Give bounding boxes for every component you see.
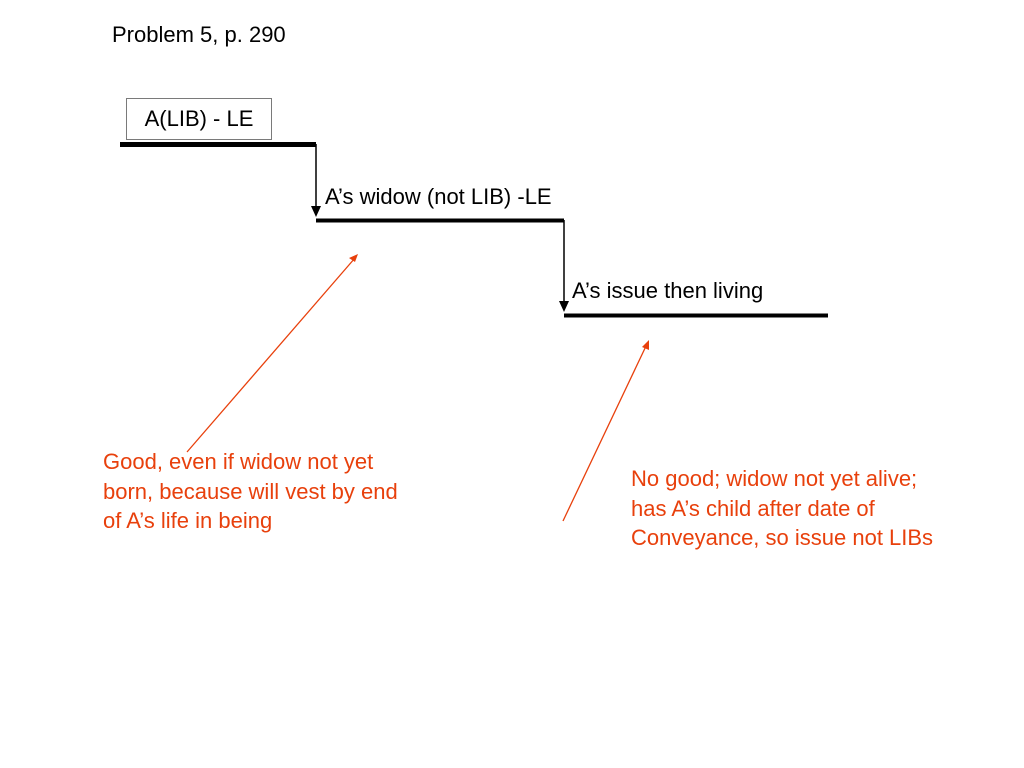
note-bad-line: No good; widow not yet alive; [631,466,918,491]
note-good-line: of A’s life in being [103,508,273,533]
note-bad-line: Conveyance, so issue not LIBs [631,525,934,550]
page-title: Problem 5, p. 290 [112,22,286,47]
transition-a-to-widow-arrowhead [311,206,321,217]
note-good-annotation: Good, even if widow not yet born, becaus… [103,447,398,536]
estate-widow-label: A’s widow (not LIB) -LE [325,184,552,209]
estate-issue-label: A’s issue then living [572,278,764,303]
note-good-line: Good, even if widow not yet [103,449,374,474]
note-bad-arrowhead [642,340,649,350]
note-bad-line: has A’s child after date of [631,495,875,521]
note-good-arrowhead [349,254,358,262]
note-bad-arrow-line [562,343,648,522]
note-good-arrow-line [186,257,356,453]
estate-a-label-box: A(LIB) - LE [126,98,272,140]
transition-widow-to-issue-arrowhead [559,301,569,312]
note-bad-annotation: No good; widow not yet alive; has A’s ch… [631,464,933,553]
note-good-line: born, because will vest by end [103,478,398,504]
